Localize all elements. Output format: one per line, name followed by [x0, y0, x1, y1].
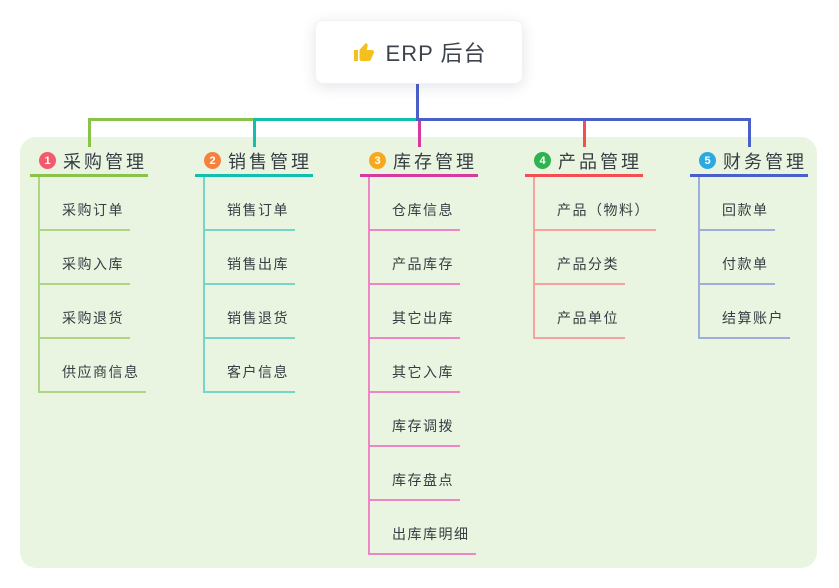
thumbs-up-icon-svg — [353, 42, 374, 61]
child-node-label: 其它入库 — [392, 364, 454, 380]
branch-children: 销售订单销售出库销售退货客户信息 — [203, 177, 355, 393]
branch-children: 仓库信息产品库存其它出库其它入库库存调拨库存盘点出库库明细 — [368, 177, 520, 555]
child-node-label: 产品分类 — [557, 256, 619, 272]
child-node-label: 其它出库 — [392, 310, 454, 326]
child-node-label: 供应商信息 — [62, 364, 140, 380]
child-node[interactable]: 仓库信息 — [368, 177, 460, 231]
child-node-label: 产品库存 — [392, 256, 454, 272]
branch-header-4[interactable]: 4 产品管理 — [525, 143, 643, 177]
branch-number-badge: 3 — [369, 152, 386, 169]
child-node-label: 采购退货 — [62, 310, 124, 326]
child-node-label: 付款单 — [722, 256, 769, 272]
child-node-label: 仓库信息 — [392, 202, 454, 218]
child-node[interactable]: 产品单位 — [533, 285, 625, 339]
branches-panel — [20, 137, 817, 568]
child-node[interactable]: 采购入库 — [38, 231, 130, 285]
child-node[interactable]: 采购退货 — [38, 285, 130, 339]
branch-header-2[interactable]: 2 销售管理 — [195, 143, 313, 177]
child-node[interactable]: 客户信息 — [203, 339, 295, 393]
branch-number-badge: 4 — [534, 152, 551, 169]
child-node-label: 采购订单 — [62, 202, 124, 218]
child-node[interactable]: 销售出库 — [203, 231, 295, 285]
branch-number-badge: 2 — [204, 152, 221, 169]
branch-children: 产品（物料） 产品分类产品单位 — [533, 177, 685, 339]
child-node-label: 产品（物料） — [557, 202, 650, 218]
branch-children: 采购订单采购入库采购退货供应商信息 — [38, 177, 190, 393]
child-node[interactable]: 销售订单 — [203, 177, 295, 231]
root-node[interactable]: ERP 后台 — [315, 20, 523, 84]
child-node-label: 销售出库 — [227, 256, 289, 272]
child-node[interactable]: 销售退货 — [203, 285, 295, 339]
child-node[interactable]: 供应商信息 — [38, 339, 146, 393]
branch-number-badge: 5 — [699, 152, 716, 169]
branch-label: 采购管理 — [63, 151, 147, 172]
child-node-label: 回款单 — [722, 202, 769, 218]
branch-header-1[interactable]: 1 采购管理 — [30, 143, 148, 177]
branch-label: 销售管理 — [228, 151, 312, 172]
child-node[interactable]: 付款单 — [698, 231, 775, 285]
branch-children: 回款单付款单结算账户 — [698, 177, 839, 339]
root-label: ERP 后台 — [385, 41, 487, 66]
child-node-label: 出库库明细 — [392, 526, 470, 542]
child-node-label: 产品单位 — [557, 310, 619, 326]
thumbs-up-icon — [352, 40, 376, 64]
child-node[interactable]: 其它出库 — [368, 285, 460, 339]
branch-4: 4 产品管理产品（物料） 产品分类产品单位 — [525, 143, 685, 339]
branch-5: 5 财务管理回款单付款单结算账户 — [690, 143, 839, 339]
child-node-label: 库存盘点 — [392, 472, 454, 488]
child-node-label: 采购入库 — [62, 256, 124, 272]
child-node-label: 结算账户 — [722, 310, 784, 326]
branch-number-badge: 1 — [39, 152, 56, 169]
child-node[interactable]: 产品（物料） — [533, 177, 656, 231]
branch-2: 2 销售管理销售订单销售出库销售退货客户信息 — [195, 143, 355, 393]
branch-label: 产品管理 — [558, 151, 642, 172]
child-node[interactable]: 其它入库 — [368, 339, 460, 393]
branch-header-3[interactable]: 3 库存管理 — [360, 143, 478, 177]
child-node[interactable]: 库存调拨 — [368, 393, 460, 447]
child-node-label: 销售订单 — [227, 202, 289, 218]
child-node[interactable]: 回款单 — [698, 177, 775, 231]
child-node[interactable]: 产品分类 — [533, 231, 625, 285]
branch-header-5[interactable]: 5 财务管理 — [690, 143, 808, 177]
child-node-label: 库存调拨 — [392, 418, 454, 434]
child-node[interactable]: 结算账户 — [698, 285, 790, 339]
branch-label: 财务管理 — [723, 151, 807, 172]
child-node-label: 客户信息 — [227, 364, 289, 380]
branch-3: 3 库存管理仓库信息产品库存其它出库其它入库库存调拨库存盘点出库库明细 — [360, 143, 520, 555]
branch-label: 库存管理 — [393, 151, 477, 172]
branch-1: 1 采购管理采购订单采购入库采购退货供应商信息 — [30, 143, 190, 393]
child-node[interactable]: 采购订单 — [38, 177, 130, 231]
child-node[interactable]: 出库库明细 — [368, 501, 476, 555]
child-node[interactable]: 产品库存 — [368, 231, 460, 285]
child-node-label: 销售退货 — [227, 310, 289, 326]
child-node[interactable]: 库存盘点 — [368, 447, 460, 501]
